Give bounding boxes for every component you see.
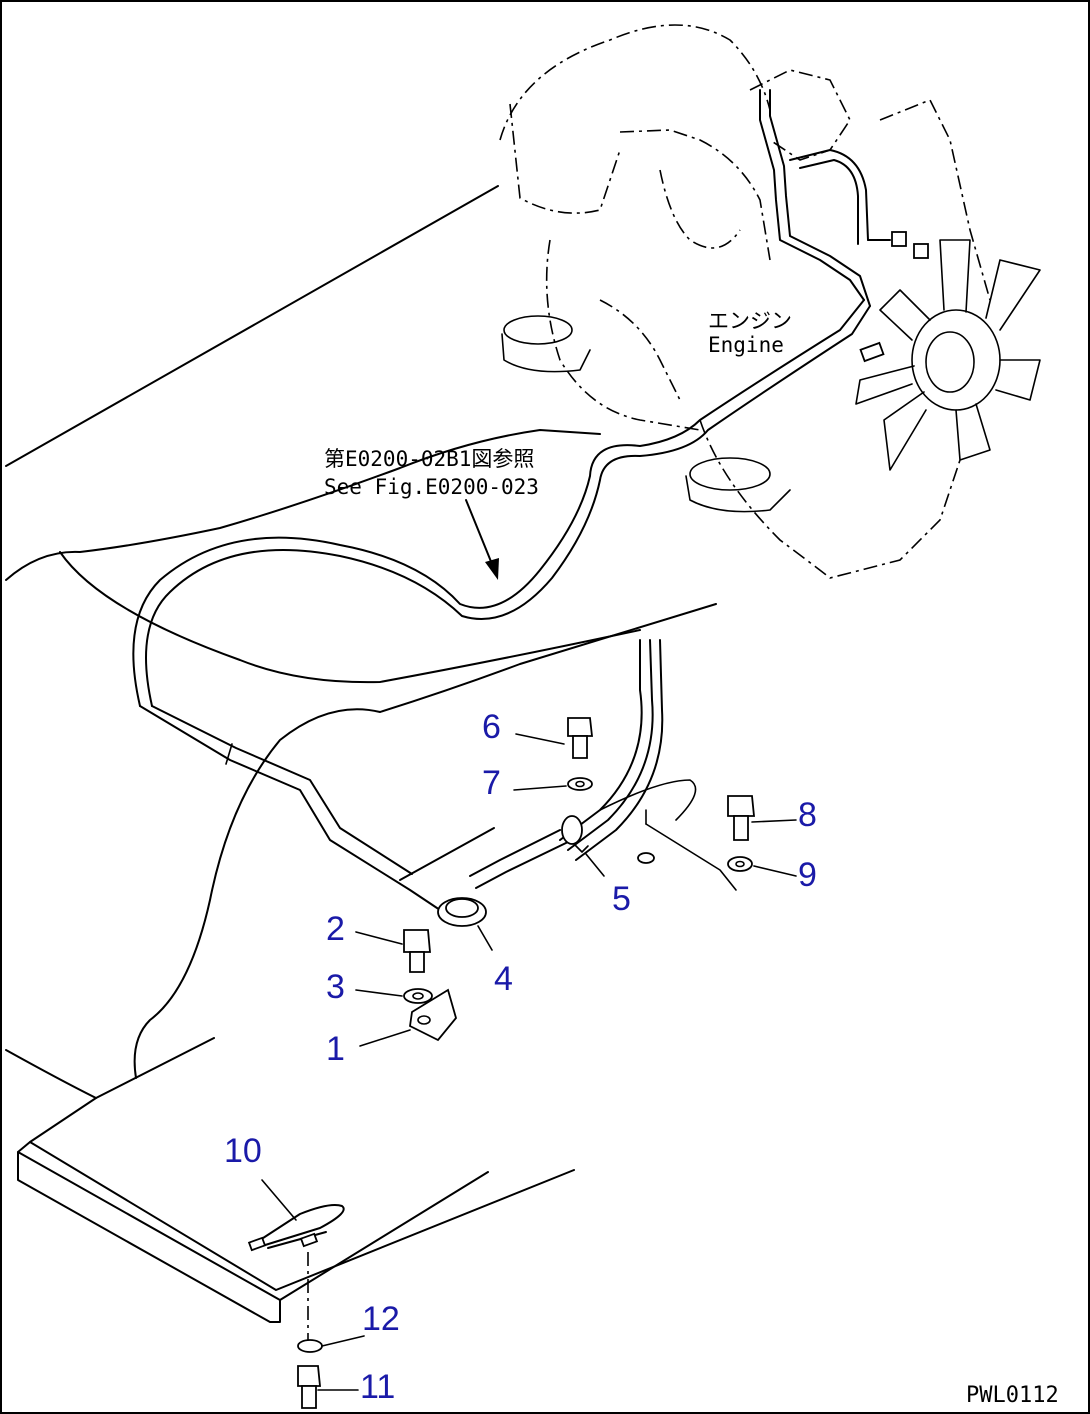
callout-11: 11 — [360, 1368, 395, 1406]
wiring-harness — [132, 89, 929, 911]
chassis-frame — [5, 185, 717, 1323]
reference-note-en: See Fig.E0200-023 — [324, 475, 539, 499]
engine-outline — [499, 24, 991, 579]
bracket — [637, 809, 737, 891]
fan-icon — [855, 239, 1041, 471]
callout-5: 5 — [612, 880, 631, 918]
washer — [297, 1335, 365, 1353]
engine-label-en: Engine — [708, 333, 784, 357]
bolt — [727, 795, 797, 841]
callout-3: 3 — [326, 968, 345, 1006]
callout-8: 8 — [798, 796, 817, 834]
callout-12: 12 — [362, 1300, 400, 1338]
bolt — [355, 929, 431, 973]
ground-wire — [247, 1179, 345, 1252]
clamp — [561, 815, 605, 877]
callout-4: 4 — [494, 960, 513, 998]
bolt — [515, 717, 594, 759]
grommet — [437, 897, 493, 951]
reference-note-jp: 第E0200-02B1図参照 — [324, 447, 534, 471]
washer — [513, 777, 593, 791]
callout-6: 6 — [482, 708, 501, 746]
callout-2: 2 — [326, 910, 345, 948]
reference-arrow — [465, 499, 499, 580]
callout-9: 9 — [798, 856, 817, 894]
bracket — [359, 988, 457, 1047]
drawing-code: PWL0112 — [966, 1383, 1059, 1408]
callout-10: 10 — [224, 1132, 262, 1170]
washer — [727, 856, 797, 877]
callout-7: 7 — [482, 764, 501, 802]
callout-1: 1 — [326, 1030, 345, 1068]
bolt — [297, 1365, 359, 1409]
engine-label-jp: エンジン — [708, 309, 792, 333]
washer — [355, 988, 433, 1004]
